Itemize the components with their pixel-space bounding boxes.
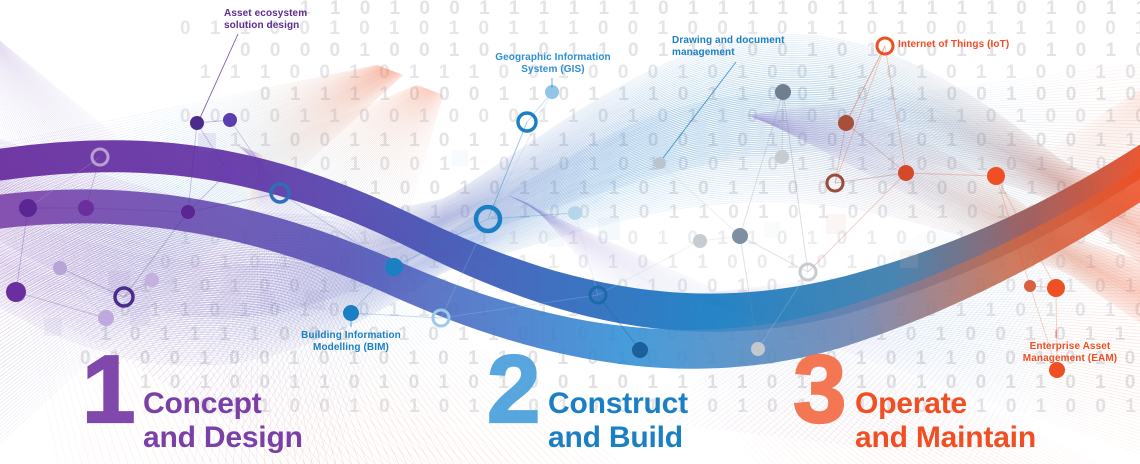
stage-title-1: Concept and Design [143,387,303,454]
binary-row: 1 1 0 1 0 0 1 1 1 1 1 1 0 1 1 1 1 0 1 1 … [300,0,1140,19]
callout-enterprise-asset-management-eam: Enterprise Asset Management (EAM) [1022,341,1118,365]
binary-row: 0 0 0 0 1 0 0 1 0 1 0 1 1 0 1 1 1 0 0 1 … [240,40,1140,61]
stage-title-3: Operate and Maintain [855,387,1036,454]
callout-drawing-and-document-management: Drawing and document management [672,35,785,59]
callout-geographic-information-system-gis: Geographic Information System (GIS) [495,52,611,76]
callout-internet-of-things-iot: Internet of Things (IoT) [898,39,1010,50]
stage-number-3: 3 [792,336,848,443]
binary-row: 0 1 1 0 0 1 0 1 0 1 0 1 1 1 0 0 1 0 0 1 … [180,18,1140,39]
stage-number-2: 2 [486,336,542,443]
stage-number-1: 1 [81,336,137,443]
binary-row: 1 0 1 0 0 1 1 0 1 0 1 0 1 0 0 1 0 1 1 1 … [290,154,1140,175]
callout-asset-ecosystem-solution-design: Asset ecosystem solution design [224,8,308,32]
callout-building-information-modelling-bim: Building Information Modelling (BIM) [301,330,401,354]
stage-title-2: Construct and Build [548,387,688,454]
